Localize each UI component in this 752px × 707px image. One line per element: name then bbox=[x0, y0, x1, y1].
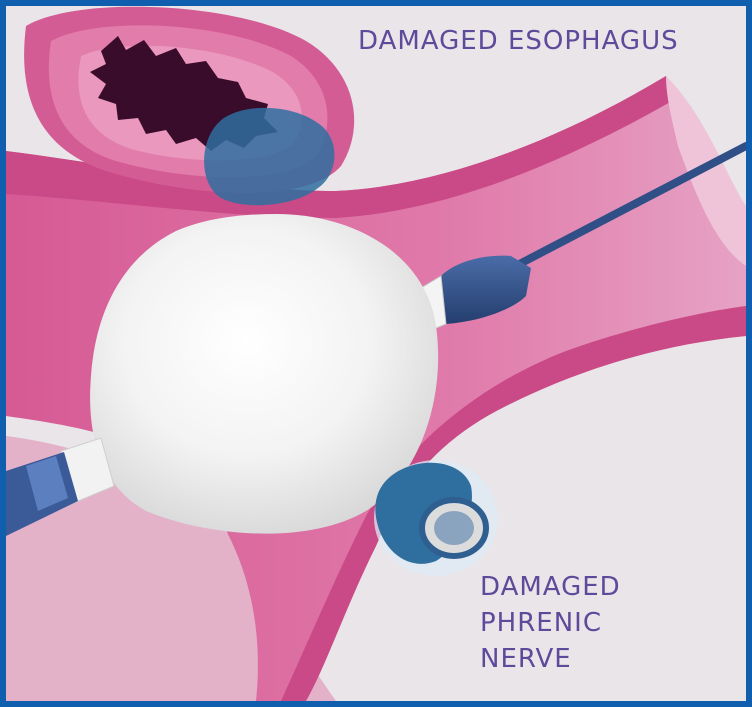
phrenic-nerve-cross-section-icon bbox=[374, 460, 498, 576]
damaged-esophagus-label: DAMAGED ESOPHAGUS bbox=[358, 26, 679, 56]
cryoballoon-ablation-illustration bbox=[6, 6, 746, 701]
damaged-phrenic-nerve-label: DAMAGED PHRENIC NERVE bbox=[480, 569, 621, 677]
